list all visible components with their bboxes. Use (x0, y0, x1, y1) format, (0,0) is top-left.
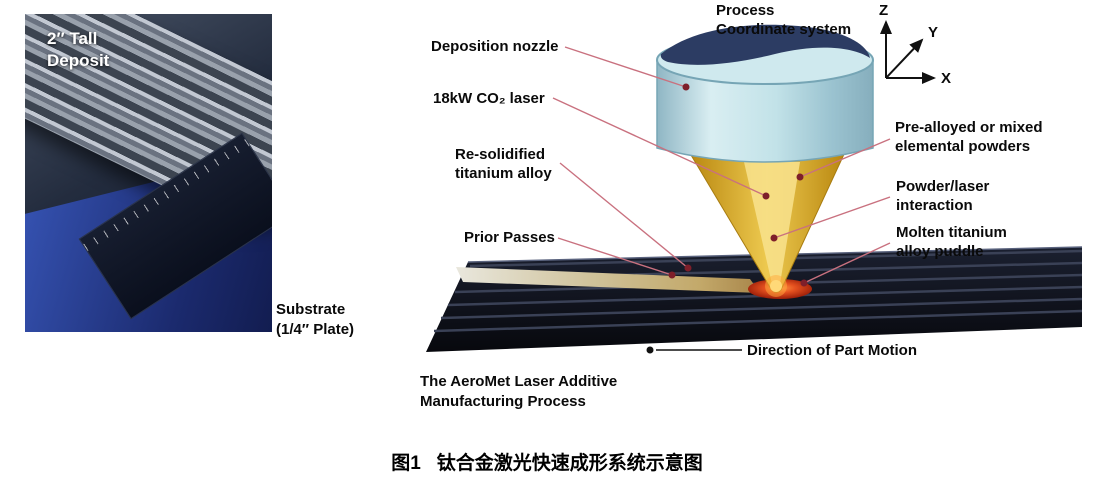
dot-prior-passes (668, 271, 676, 279)
deposit-photo: 2″ Tall Deposit (25, 14, 272, 332)
leader-powders (799, 138, 891, 178)
label-powders: Pre-alloyed or mixed elemental powders (895, 119, 1043, 155)
label-powder-laser: Powder/laser interaction (896, 178, 990, 214)
dot-molten-puddle (800, 279, 808, 287)
label-direction-of-motion: Direction of Part Motion (747, 342, 917, 359)
process-title: The AeroMet Laser Additive Manufacturing… (420, 373, 618, 411)
leader-deposition-nozzle (564, 46, 687, 88)
leader-dots (646, 83, 808, 354)
axis-y-label: Y (928, 24, 939, 41)
leader-resolidified (559, 162, 689, 269)
beam-tip-spot (770, 280, 782, 292)
figure-number: 图1 (391, 453, 421, 474)
substrate-plate (426, 246, 1083, 352)
leader-lines (552, 46, 891, 351)
label-deposition-nozzle: Deposition nozzle (431, 38, 559, 55)
deposit-track (456, 267, 760, 293)
figure-title: 钛合金激光快速成形系统示意图 (436, 453, 703, 474)
axis-z-label: Z (879, 2, 889, 19)
axis-x-label: X (941, 70, 952, 87)
leader-prior-passes (557, 237, 673, 276)
leader-molten-puddle (803, 242, 891, 284)
deposition-nozzle-shape (656, 24, 874, 163)
label-resolidified: Re-solidified titanium alloy (455, 146, 552, 182)
dot-powder-laser (770, 234, 778, 242)
deposit-height-label: 2″ Tall Deposit (47, 29, 110, 71)
substrate-label: Substrate (1/4″ Plate) (276, 301, 355, 338)
dot-laser (762, 192, 770, 200)
dot-powders (796, 173, 804, 181)
label-laser: 18kW CO₂ laser (433, 90, 545, 107)
dot-resolidified (684, 264, 692, 272)
label-coordinate-system: Process Coordinate system (716, 2, 852, 38)
dot-deposition-nozzle (682, 83, 690, 91)
label-molten-puddle: Molten titanium alloy puddle (896, 224, 1007, 260)
dot-direction (646, 346, 654, 354)
label-prior-passes: Prior Passes (464, 229, 555, 246)
leader-laser (552, 97, 767, 197)
figure-caption: 图1 钛合金激光快速成形系统示意图 (0, 448, 1094, 475)
leader-powder-laser (773, 196, 891, 239)
coordinate-axes (880, 20, 936, 84)
